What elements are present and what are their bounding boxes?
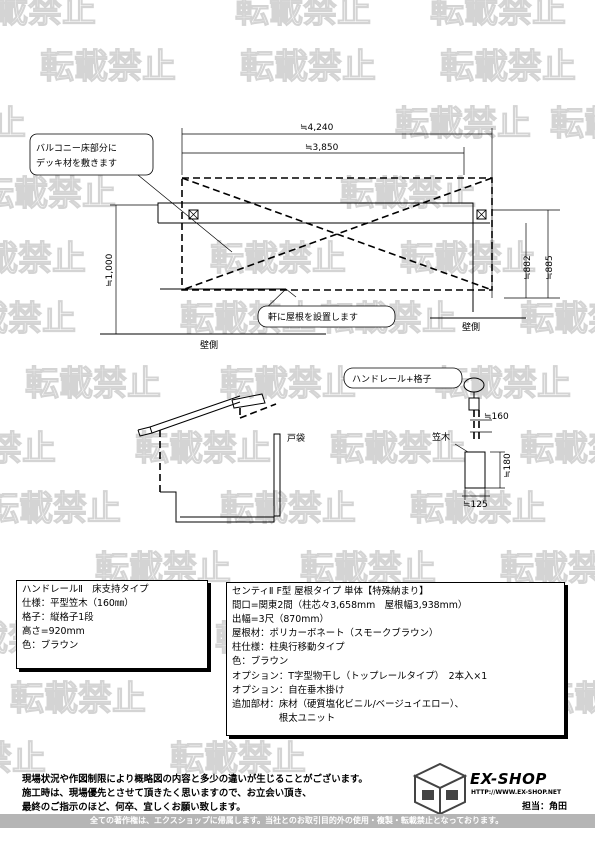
deck-callout-line2: デッキ材を敷きます [36,157,117,169]
roof-outline [181,177,493,291]
watermark-text: 転載禁止 [0,299,76,339]
spec-handrail-line: 仕様：平型笠木（160㎜） [22,598,134,610]
footnote-line: 現場状況や作図制限により概略図の内容と多少の違いが生じることがございます。 [22,774,368,785]
brand-name: EX-SHOP [470,770,547,788]
dim-180: ≒180 [503,453,513,478]
brand-url: HTTP://WWW.EX-SHOP.NET [471,789,562,796]
spec-roof-line: 根太ユニット [232,712,336,724]
spec-handrail-line: ハンドレールⅡ 床支持タイプ [22,584,149,595]
dim-885: ≒885 [545,255,555,280]
spec-handrail-line: 格子：縦格子1段 [22,612,94,624]
watermark-text: 転載禁止 [170,739,306,779]
post-right [476,209,487,220]
watermark-text: 転載禁止 [0,739,46,779]
dim-160: ≒160 [484,412,509,422]
copyright-text: 全ての著作権は、エクスショップに帰属します。当社とのお取引目的外の使用・複製・転… [90,816,504,825]
footnote: 現場状況や作図制限により概略図の内容と多少の違いが生じることがございます。 施工… [22,773,368,815]
spec-roof-line: 追加部材：床材（硬質塩化ビニル/ベージュイエロー）、 [232,698,464,710]
watermark-text: 転載禁止 [220,364,356,404]
watermark-text: 転載禁止 [10,679,146,719]
footnote-line: 施工時は、現場優先とさせて頂きたく思いますので、お立会い頂き、 [22,788,312,799]
watermark-text: 転載禁止 [135,429,271,469]
watermark-text: 転載禁止 [0,104,26,144]
watermark-text: 転載禁止 [0,174,116,214]
post-base [464,451,486,489]
deck-callout [29,133,154,176]
post-label: 笠木 [432,431,450,443]
watermark-text: 転載禁止 [395,104,531,144]
post-left [188,209,199,220]
wall-left: 壁側 [200,339,218,351]
door-pocket [273,433,281,517]
watermark-text: 転載禁止 [240,47,376,87]
watermark-text: 転載禁止 [430,0,566,31]
dim-total: ≒4,240 [300,123,334,133]
watermark-text: 転載禁止 [400,239,536,279]
dim-roof: ≒3,850 [305,143,339,153]
watermark-text: 転載禁止 [440,47,576,87]
spec-roof-line: 屋根材：ポリカーボネート（スモークブラウン） [232,628,439,640]
watermark-text: 転載禁止 [0,429,56,469]
handrail-callout [343,367,463,389]
deck-callout-line1: バルコニー床部分に [36,142,117,154]
watermark-text: 転載禁止 [0,489,121,529]
watermark-text: 転載禁止 [520,299,595,339]
door-pocket-label: 戸袋 [287,432,305,444]
watermark-text: 転載禁止 [0,239,86,279]
spec-roof: センティⅡ F型 屋根タイプ 単体【特殊納まり】 間口=関東2間（柱芯々3,65… [226,582,565,736]
dim-125: ≒125 [463,500,488,510]
spec-roof-line: オプション：T字型物干し（トップレールタイプ） 2本入×1 [232,670,488,682]
spec-handrail-line: 色：ブラウン [22,640,79,652]
spec-roof-line: 出幅=3尺（870mm） [232,614,329,626]
spec-roof-line: オプション：自在垂木掛け [232,684,345,696]
watermark-text: 転載禁止 [0,0,96,31]
dim-882: ≒882 [523,255,533,280]
handrail-rail [463,377,485,393]
ex-shop-logo-icon [412,762,468,814]
tanto-label: 担当：角田 [522,802,568,812]
watermark-text: 転載禁止 [40,47,176,87]
watermark-text: 転載禁止 [235,0,371,31]
watermark-text: 転載禁止 [220,489,356,529]
spec-roof-line: 色：ブラウン [232,656,289,668]
copyright-bar: 全ての著作権は、エクスショップに帰属します。当社とのお取引目的外の使用・複製・転… [0,814,595,828]
eaves-callout [257,305,396,328]
footnote-line: 最終のご指示のほど、何卒、宜しくお願い致します。 [22,802,246,813]
spec-handrail-line: 高さ=920mm [22,626,85,638]
wall-right: 壁側 [462,321,480,333]
spec-handrail: ハンドレールⅡ 床支持タイプ 仕様：平型笠木（160㎜） 格子：縦格子1段 高さ… [16,580,208,669]
dim-left-height: ≒1,000 [105,253,115,287]
watermark-text: 転載禁止 [330,429,466,469]
watermark-text: 転載禁止 [550,104,595,144]
spec-roof-line: 間口=関東2間（柱芯々3,658mm 屋根幅3,938mm） [232,600,468,612]
watermark-text: 転載禁止 [25,364,161,404]
eaves-callout-text: 軒に屋根を設置します [268,311,358,323]
handrail-callout-text: ハンドレール+格子 [352,373,432,385]
spec-roof-line: 柱仕様：柱奥行移動タイプ [232,642,345,654]
spec-roof-line: センティⅡ F型 屋根タイプ 単体【特殊納まり】 [232,586,429,597]
watermark-text: 転載禁止 [520,429,595,469]
